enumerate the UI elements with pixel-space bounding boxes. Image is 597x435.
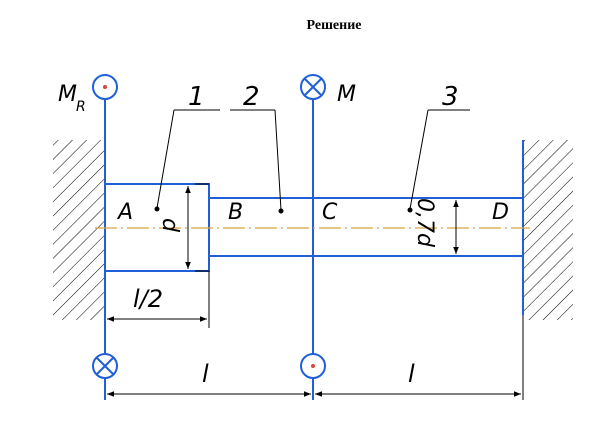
label-diam-d: d: [157, 218, 182, 233]
label-part-2: 2: [243, 82, 260, 112]
bottom-left-cross-symbol: [92, 353, 118, 379]
label-point-b: B: [228, 200, 243, 225]
label-diam-07d: 0,7d: [412, 198, 437, 248]
leader-dot-3: [407, 207, 413, 213]
bottom-center-dot-symbol: [300, 353, 326, 379]
applied-moment-symbol: [300, 74, 326, 100]
label-len-l-right: l: [408, 360, 415, 388]
leader-dot-1: [154, 206, 160, 212]
reaction-moment-symbol: [92, 74, 118, 100]
label-moment-reaction-sub: R: [76, 99, 86, 115]
label-moment-applied: M: [337, 82, 356, 107]
label-len-l-left: l: [202, 360, 209, 388]
label-point-c: C: [322, 200, 338, 225]
right-wall: [522, 140, 573, 320]
left-wall: [53, 140, 105, 320]
page-title: Решение: [306, 18, 362, 33]
leader-dot-2: [278, 208, 284, 214]
label-point-a: A: [116, 200, 133, 225]
label-moment-reaction: M: [58, 82, 77, 107]
label-len-half: l/2: [133, 285, 163, 313]
label-part-1: 1: [188, 82, 205, 112]
shaft-segment-2-3: [208, 197, 524, 257]
label-part-3: 3: [442, 82, 459, 112]
label-point-d: D: [492, 200, 509, 225]
